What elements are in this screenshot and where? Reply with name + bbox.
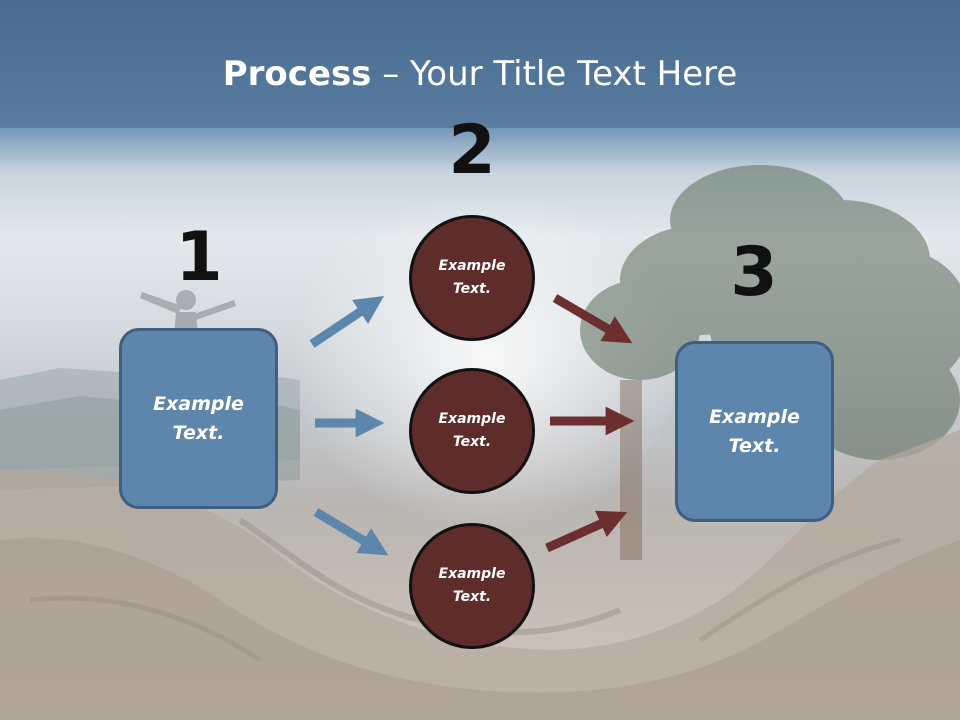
circle-middle-label: Example Text. — [438, 411, 506, 450]
arrow-1-to-2c — [313, 508, 389, 556]
step-number-3: 3 — [730, 233, 778, 312]
step-1-label: Example Text. — [153, 392, 244, 444]
step-3-label: Example Text. — [709, 405, 800, 457]
title-rest: – Your Title Text Here — [371, 54, 738, 94]
slide-title: Process – Your Title Text Here — [0, 52, 960, 96]
arrow-2c-to-3 — [545, 510, 628, 553]
step-2-circle-bottom[interactable]: Example Text. — [409, 523, 535, 649]
step-number-2: 2 — [448, 111, 496, 190]
arrow-1-to-2a — [309, 296, 384, 348]
arrow-2a-to-3 — [552, 294, 633, 344]
step-1-box[interactable]: Example Text. — [119, 328, 278, 509]
title-bold: Process — [222, 54, 372, 94]
step-3-box[interactable]: Example Text. — [675, 341, 834, 522]
circle-top-label: Example Text. — [438, 258, 506, 297]
circle-bottom-label: Example Text. — [438, 566, 506, 605]
step-number-1: 1 — [175, 218, 223, 297]
step-2-circle-middle[interactable]: Example Text. — [409, 368, 535, 494]
step-2-circle-top[interactable]: Example Text. — [409, 215, 535, 341]
